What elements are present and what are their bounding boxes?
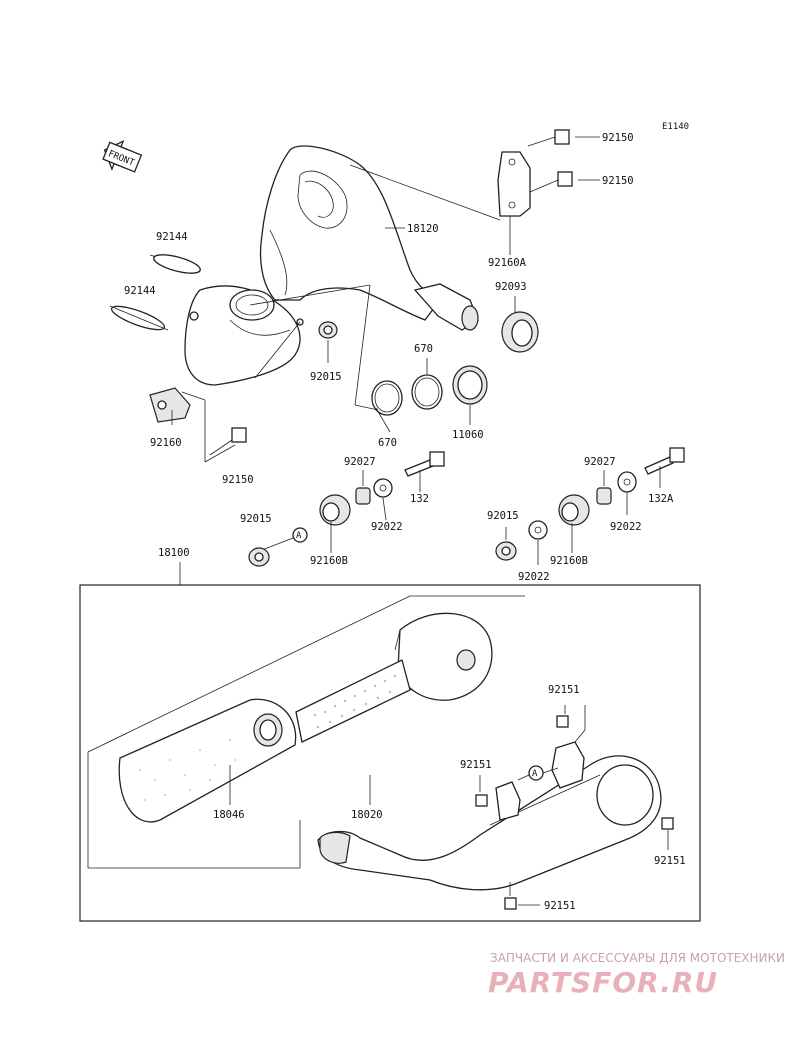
label-92015-a: 92015 [310, 371, 342, 383]
label-132: 132 [410, 493, 429, 505]
callout-a-text: A [532, 769, 538, 779]
label-92150-bottom: 92150 [222, 474, 254, 486]
label-18100: 18100 [158, 547, 190, 559]
label-92027-b: 92027 [584, 456, 616, 468]
perforated-pipe [295, 659, 411, 743]
silencer-assy-box [79, 584, 701, 922]
bolt-92150-top [527, 129, 570, 147]
washer-92022-b [617, 471, 637, 493]
bolt-92151-b [475, 794, 488, 807]
silencer-end-cap [394, 612, 493, 701]
nut-92015-c [495, 541, 517, 561]
label-18120: 18120 [407, 223, 439, 235]
label-92027-a: 92027 [344, 456, 376, 468]
bracket-92160 [149, 387, 191, 423]
grommet-92160b-a [319, 494, 351, 526]
label-92093: 92093 [495, 281, 527, 293]
callout-a-2: A [528, 765, 544, 781]
watermark-logo: PARTSFOR.RU [488, 966, 718, 999]
bolt-92150-bottom [209, 427, 247, 456]
o-ring-670-b [411, 374, 443, 410]
label-92151-a: 92151 [548, 684, 580, 696]
label-92022-a: 92022 [371, 521, 403, 533]
nut-92015-b [248, 547, 270, 567]
callout-a-1: A [292, 527, 308, 543]
label-670-a: 670 [378, 437, 397, 449]
label-92151-d: 92151 [544, 900, 576, 912]
label-92015-c: 92015 [487, 510, 519, 522]
watermark-tagline: ЗАПЧАСТИ И АКСЕССУАРЫ ДЛЯ МОТОТЕХНИКИ [490, 951, 785, 965]
label-18046: 18046 [213, 809, 245, 821]
packing-18046 [118, 698, 297, 823]
expansion-chamber [184, 145, 479, 386]
bolt-132 [404, 451, 445, 477]
washer-92022-a [373, 478, 393, 498]
diagram-code: E1140 [662, 122, 689, 132]
label-92144-b: 92144 [124, 285, 156, 297]
label-92160B-b: 92160B [550, 555, 588, 567]
label-92151-b: 92151 [460, 759, 492, 771]
spring-92144-b [109, 305, 169, 331]
label-92022-b: 92022 [610, 521, 642, 533]
label-92015-b: 92015 [240, 513, 272, 525]
grommet-92160b-b [558, 494, 590, 526]
label-92150-top: 92150 [602, 132, 634, 144]
spring-92144-a [149, 254, 201, 274]
label-670-b: 670 [414, 343, 433, 355]
bolt-92151-a [556, 715, 569, 728]
bolt-92151-c [661, 817, 674, 830]
label-92160: 92160 [150, 437, 182, 449]
label-11060: 11060 [452, 429, 484, 441]
washer-92022-c [528, 520, 548, 540]
label-92160A: 92160A [488, 257, 527, 269]
bolt-132a [644, 447, 685, 475]
label-92150-mid: 92150 [602, 175, 634, 187]
label-132A: 132A [648, 493, 674, 505]
bolt-92150-mid [529, 171, 573, 193]
silencer-body [317, 741, 662, 891]
gasket-11060 [452, 365, 488, 405]
gasket-92093 [501, 311, 539, 353]
o-ring-670-a [371, 380, 403, 416]
bolt-92151-d [504, 897, 517, 910]
front-arrow-icon: FRONT [102, 140, 143, 173]
label-92022-c: 92022 [518, 571, 550, 583]
label-92160B-a: 92160B [310, 555, 348, 567]
callout-a-text: A [296, 531, 302, 541]
label-92151-c: 92151 [654, 855, 686, 867]
nut-92015-a [318, 321, 338, 339]
label-92144-a: 92144 [156, 231, 188, 243]
collar-92027-b [596, 487, 612, 505]
label-18020: 18020 [351, 809, 383, 821]
collar-92027-a [355, 487, 371, 505]
bracket-92160a [497, 151, 531, 217]
